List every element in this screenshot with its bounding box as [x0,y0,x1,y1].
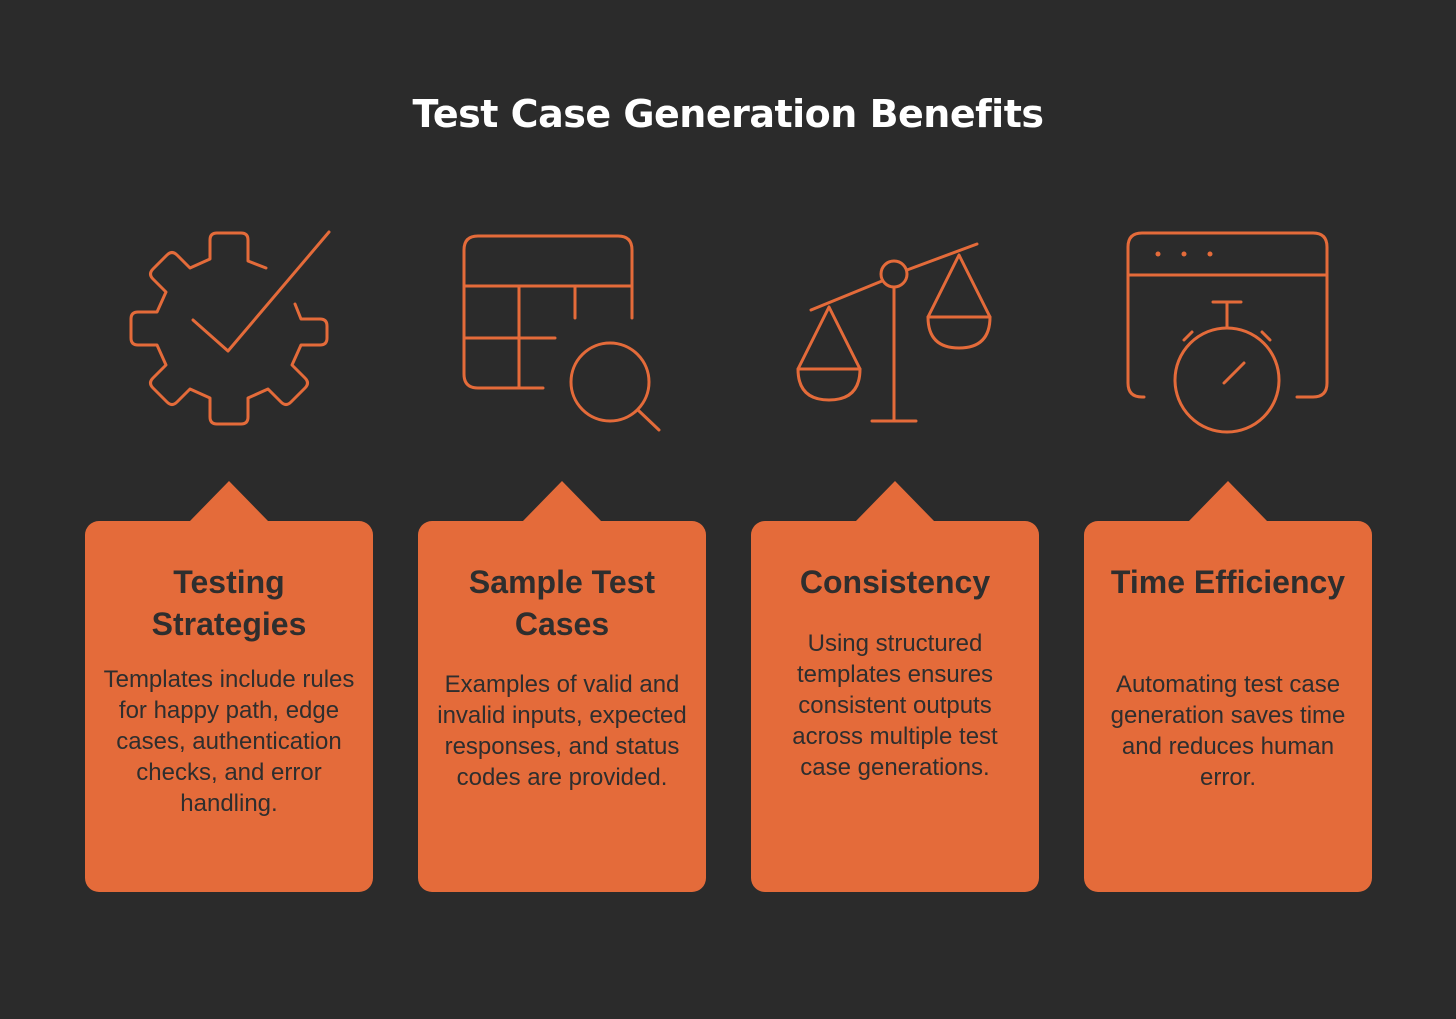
table-search-icon [418,220,706,440]
benefit-testing-strategies: Testing Strategies Templates include rul… [85,0,373,1019]
card-title: Time Efficiency [1110,564,1346,600]
benefit-card: Consistency Using structured templates e… [751,481,1039,893]
benefit-sample-test-cases: Sample Test Cases Examples of valid and … [418,0,706,1019]
balance-scale-icon [751,220,1039,440]
card-title: Testing Strategies [151,564,307,642]
card-title: Sample Test Cases [468,564,656,642]
card-pointer [855,481,935,522]
card-body: Time Efficiency Automating test case gen… [1084,521,1372,892]
benefit-consistency: Consistency Using structured templates e… [751,0,1039,1019]
benefit-time-efficiency: Time Efficiency Automating test case gen… [1084,0,1372,1019]
benefit-card: Time Efficiency Automating test case gen… [1084,481,1372,893]
card-body: Sample Test Cases Examples of valid and … [418,521,706,892]
benefit-card: Testing Strategies Templates include rul… [85,481,373,893]
card-body: Testing Strategies Templates include rul… [85,521,373,892]
card-description: Examples of valid and invalid inputs, ex… [437,671,687,791]
card-description: Templates include rules for happy path, … [103,666,355,817]
browser-stopwatch-icon [1084,220,1372,440]
benefit-card: Sample Test Cases Examples of valid and … [418,481,706,893]
card-pointer [522,481,602,522]
gear-check-icon [85,220,373,440]
card-pointer [1188,481,1268,522]
page-title: Test Case Generation Benefits [412,92,1044,136]
card-description: Using structured templates ensures consi… [792,630,998,781]
card-body: Consistency Using structured templates e… [751,521,1039,892]
card-title: Consistency [799,564,991,600]
card-pointer [189,481,269,522]
card-description: Automating test case generation saves ti… [1110,671,1346,791]
